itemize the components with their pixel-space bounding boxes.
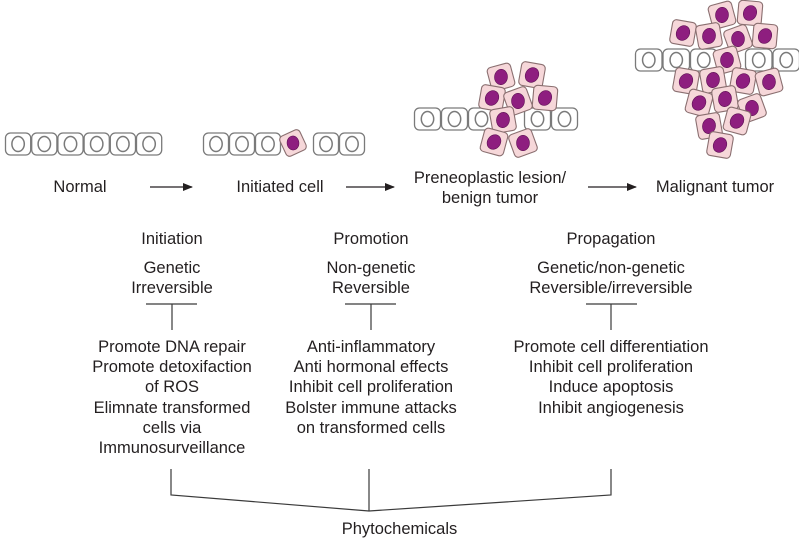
connector-promotion [345, 303, 396, 330]
normal-cell [523, 107, 552, 131]
property-line: Irreversible [131, 279, 213, 298]
stage-label-preneoplastic: Preneoplastic lesion/ benign tumor [400, 168, 580, 208]
normal-cell [550, 107, 579, 131]
tumor-cell [706, 131, 734, 159]
stage-label-malignant: Malignant tumor [655, 178, 775, 196]
tumor-cell [729, 67, 757, 95]
tumor-cell [489, 106, 517, 134]
effect-line: on transformed cells [296, 418, 446, 437]
tumor-cell [736, 0, 764, 27]
phase-title-promotion: Promotion [333, 230, 409, 248]
preneoplastic-lesion-cells [413, 61, 579, 158]
tumor-cell [711, 85, 739, 113]
phase-effects-propagation: Promote cell differentiation Inhibit cel… [501, 337, 721, 418]
normal-cell [254, 132, 282, 156]
effect-line: Anti-inflammatory [306, 338, 436, 356]
phase-properties-initiation: Genetic Irreversible [82, 258, 262, 298]
tumor-cell [684, 88, 714, 118]
tumor-cell [669, 19, 697, 47]
phase-properties-promotion: Non-genetic Reversible [281, 258, 461, 298]
effect-line: Inhibit cell proliferation [288, 378, 454, 397]
effect-line: Elimnate transformed [93, 398, 251, 417]
effect-line: Inhibit angiogenesis [538, 398, 684, 417]
tumor-cell [754, 67, 784, 97]
effect-line: of ROS [144, 378, 200, 397]
tumor-cell [479, 127, 509, 157]
normal-cell [312, 132, 340, 156]
normal-cell [83, 132, 110, 156]
normal-cell [634, 48, 663, 72]
tumor-cell [672, 67, 700, 95]
initiated-epithelium [202, 129, 366, 157]
connector-propagation [586, 303, 637, 330]
effect-line: Immunosurveillance [98, 439, 246, 458]
property-line: Genetic/non-genetic [537, 259, 685, 277]
normal-cell [202, 132, 230, 156]
normal-cell [57, 132, 84, 156]
property-line: Reversible/irreversible [529, 279, 693, 298]
tumor-cell [478, 84, 506, 112]
normal-cell [413, 107, 442, 131]
stage-label-normal: Normal [53, 178, 107, 196]
malignant-tumor-cells [634, 0, 799, 159]
phase-title-propagation: Propagation [566, 230, 656, 248]
phytochemicals-bracket [170, 469, 612, 512]
tumor-cell [508, 128, 538, 158]
effect-line: Inhibit cell proliferation [528, 358, 694, 377]
phytochemicals-label: Phytochemicals [341, 520, 458, 538]
tumor-cell [531, 84, 559, 112]
tumor-cell [518, 61, 546, 89]
normal-epithelium [4, 132, 163, 156]
effect-line: Anti hormonal effects [293, 358, 449, 377]
normal-cell [135, 132, 163, 156]
normal-cell [109, 132, 137, 156]
property-line: Non-genetic [326, 259, 416, 277]
normal-cell [772, 48, 799, 72]
phase-effects-promotion: Anti-inflammatory Anti hormonal effects … [271, 337, 471, 438]
tumor-cell [707, 0, 737, 30]
phase-effects-initiation: Promote DNA repair Promote detoxifaction… [72, 337, 272, 458]
normal-cell [744, 48, 773, 72]
effect-line: cells via [142, 418, 202, 437]
effect-line: Promote cell differentiation [513, 338, 709, 356]
stage-label-preneoplastic-line1: Preneoplastic lesion/ [413, 169, 567, 187]
connector-initiation [146, 303, 197, 330]
effect-line: Bolster immune attacks [285, 398, 457, 417]
tumor-cell [279, 129, 307, 157]
tumor-cell [695, 22, 723, 50]
stage-label-initiated: Initiated cell [236, 178, 324, 196]
property-line: Reversible [332, 279, 410, 298]
property-line: Genetic [143, 259, 201, 277]
tumor-cell [751, 22, 779, 50]
tumor-cell [486, 62, 516, 92]
effect-line: Promote detoxifaction [92, 358, 252, 377]
normal-cell [228, 132, 256, 156]
normal-cell [338, 132, 366, 156]
normal-cell [440, 107, 469, 131]
normal-cell [4, 132, 32, 156]
normal-cell [662, 48, 691, 72]
phase-properties-propagation: Genetic/non-genetic Reversible/irreversi… [511, 258, 711, 298]
phase-title-initiation: Initiation [141, 230, 203, 248]
effect-line: Induce apoptosis [548, 378, 674, 397]
stage-label-preneoplastic-line2: benign tumor [441, 189, 539, 207]
tumor-cell [722, 106, 752, 136]
normal-cell [31, 132, 58, 156]
effect-line: Promote DNA repair [98, 338, 246, 356]
